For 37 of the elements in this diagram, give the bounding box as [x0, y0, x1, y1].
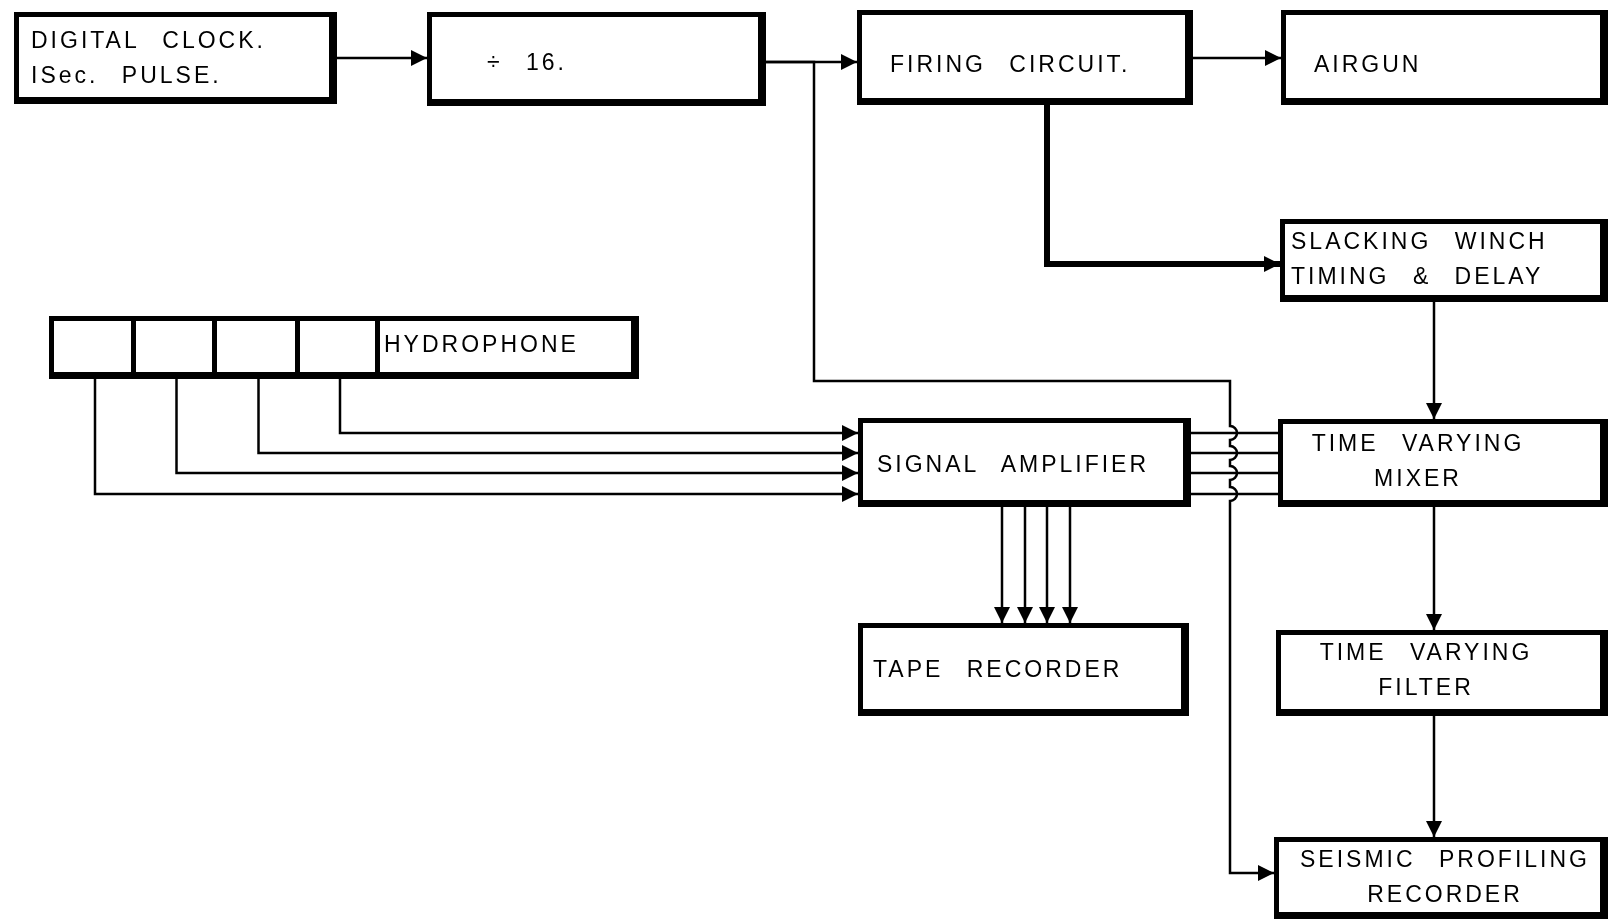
connector-arrow	[1039, 507, 1055, 623]
process-box	[1278, 419, 1608, 507]
box-label: TAPE RECORDER	[873, 655, 1124, 684]
connector-arrow	[766, 60, 1274, 881]
box-label: TIME VARYING FILTER	[1318, 638, 1534, 702]
connector-arrow	[1426, 716, 1442, 837]
process-box	[1281, 10, 1608, 105]
box-label: FIRING CIRCUIT.	[890, 50, 1132, 79]
process-box	[427, 12, 766, 106]
box-label: SIGNAL AMPLIFIER	[877, 450, 1151, 479]
connector-arrow	[338, 377, 858, 441]
process-box	[49, 316, 639, 379]
process-box	[1280, 219, 1608, 302]
connector-arrow	[1426, 507, 1442, 630]
connector-arrow	[1044, 105, 1280, 272]
connector-arrow	[994, 507, 1010, 623]
process-box	[14, 12, 337, 104]
connector-arrow	[1193, 50, 1281, 66]
box-label: TIME VARYING MIXER	[1310, 429, 1526, 493]
connector-arrow	[175, 377, 858, 481]
box-label: DIGITAL CLOCK. ISec. PULSE.	[31, 26, 267, 90]
connector-arrow	[257, 377, 858, 461]
connector-arrow	[1062, 507, 1078, 623]
process-box	[858, 418, 1191, 507]
box-label: AIRGUN	[1314, 50, 1423, 79]
connector-arrow	[93, 377, 858, 502]
box-label: ÷ 16.	[487, 48, 568, 77]
connector-arrow	[1017, 507, 1033, 623]
process-box	[857, 10, 1193, 105]
connector-arrow	[1426, 302, 1442, 419]
box-label: HYDROPHONE	[384, 330, 580, 359]
process-box	[1274, 837, 1608, 919]
process-box	[1276, 630, 1608, 716]
box-label: SLACKING WINCH TIMING & DELAY	[1291, 227, 1549, 291]
box-label: SEISMIC PROFILING RECORDER	[1299, 845, 1591, 909]
process-box	[858, 623, 1189, 716]
connector-arrow	[337, 50, 427, 66]
